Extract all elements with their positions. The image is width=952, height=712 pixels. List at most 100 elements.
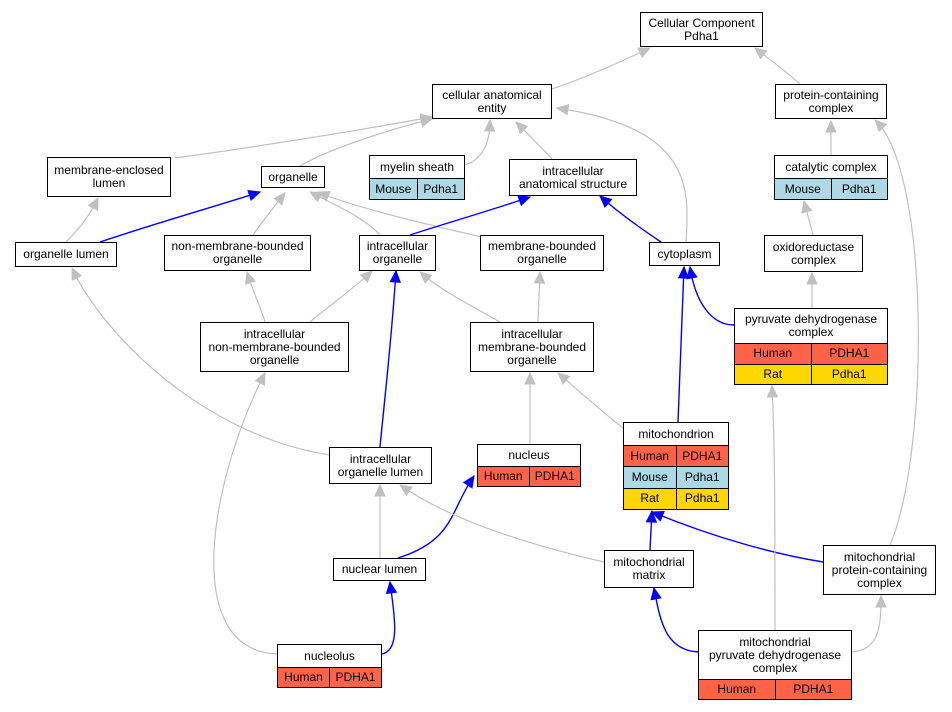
go-term-node-cae[interactable]: cellular anatomical entity bbox=[432, 84, 552, 119]
edge-mma-to-mit bbox=[645, 509, 658, 551]
annotation-row: Human PDHA1 bbox=[699, 679, 851, 699]
go-term-node-nul[interactable]: nuclear lumen bbox=[333, 558, 426, 581]
go-term-node-imbo[interactable]: intracellular membrane-bounded organelle bbox=[470, 322, 594, 372]
go-term-node-oxr[interactable]: oxidoreductase complex bbox=[764, 235, 863, 272]
edge-line bbox=[379, 270, 397, 448]
go-term-label: intracellular organelle lumen bbox=[337, 451, 424, 479]
go-term-label: intracellular organelle bbox=[366, 239, 429, 266]
edge-nmbo-to-org bbox=[252, 192, 286, 236]
edge-nuc-to-imbo bbox=[524, 371, 536, 444]
go-term-node-iol[interactable]: intracellular organelle lumen bbox=[329, 447, 432, 484]
arrowhead bbox=[87, 196, 99, 211]
arrowhead bbox=[533, 270, 546, 284]
edge-mpcc-to-mit bbox=[650, 510, 824, 563]
arrowhead bbox=[71, 266, 83, 281]
go-term-node-cyt[interactable]: cytoplasm bbox=[649, 242, 720, 266]
edge-nol-to-inmbo bbox=[213, 371, 278, 655]
go-term-node-mbo[interactable]: membrane-bounded organelle bbox=[480, 235, 604, 271]
go-term-label: pyruvate dehydrogenase complex bbox=[744, 312, 878, 339]
arrowhead bbox=[399, 484, 413, 497]
go-term-node-org[interactable]: organelle bbox=[261, 166, 325, 188]
arrowhead bbox=[374, 483, 386, 497]
species-cell: Human bbox=[630, 448, 670, 463]
arrowhead bbox=[389, 269, 402, 283]
arrowhead bbox=[555, 104, 570, 116]
go-term-node-orl[interactable]: organelle lumen bbox=[15, 242, 117, 267]
go-term-node-mel[interactable]: membrane-enclosed lumen bbox=[47, 157, 171, 197]
edge-mys-to-cae bbox=[464, 118, 496, 166]
arrowhead bbox=[515, 121, 529, 135]
arrowhead bbox=[462, 474, 475, 489]
edge-line bbox=[399, 484, 605, 563]
arrowhead bbox=[754, 47, 768, 60]
edge-pdh-to-oxr bbox=[806, 271, 818, 308]
go-term-node-inmbo[interactable]: intracellular non-membrane-bounded organ… bbox=[200, 322, 349, 372]
gene-cell: PDHA1 bbox=[528, 467, 581, 486]
edge-cyt-to-cae bbox=[555, 104, 688, 243]
edge-orl-to-org bbox=[99, 189, 262, 243]
edge-mma-to-iol bbox=[399, 484, 605, 563]
gene-cell: Pdha1 bbox=[675, 488, 729, 509]
arrowhead bbox=[308, 191, 323, 203]
go-term-label: organelle lumen bbox=[23, 247, 109, 261]
go-term-node-nmbo[interactable]: non-membrane-bounded organelle bbox=[164, 235, 311, 271]
go-term-node-cc[interactable]: Cellular Component Pdha1 bbox=[640, 12, 763, 47]
edge-cyt-to-ias bbox=[599, 195, 662, 243]
edge-ias-to-cae bbox=[515, 121, 553, 160]
edge-line bbox=[317, 191, 483, 238]
go-term-node-pcc[interactable]: protein-containing complex bbox=[775, 84, 887, 119]
arrowhead bbox=[557, 372, 571, 385]
gene-cell: PDHA1 bbox=[774, 680, 852, 699]
arrowhead bbox=[273, 192, 286, 206]
go-term-node-mpcc[interactable]: mitochondrial protein-containing complex bbox=[823, 545, 936, 595]
edge-line bbox=[419, 271, 501, 323]
edge-orl-to-mel bbox=[65, 196, 99, 243]
edge-org-to-cae bbox=[299, 116, 434, 167]
arrowhead bbox=[801, 199, 813, 214]
go-term-node-ias[interactable]: intracellular anatomical structure bbox=[509, 159, 637, 196]
go-term-node-io[interactable]: intracellular organelle bbox=[359, 235, 436, 271]
go-term-node-mpdh[interactable]: mitochondrial pyruvate dehydrogenase com… bbox=[698, 630, 852, 700]
edge-line bbox=[213, 372, 278, 655]
edge-line bbox=[551, 47, 651, 90]
go-term-label: myelin sheath bbox=[379, 159, 455, 174]
species-cell: Human bbox=[717, 682, 757, 696]
edge-mpdh-to-mma bbox=[650, 586, 699, 653]
edge-line bbox=[874, 119, 919, 546]
edge-oxr-to-cat bbox=[801, 199, 814, 236]
arrowhead bbox=[385, 580, 398, 595]
species-cell: Mouse bbox=[631, 469, 668, 484]
gene-cell: PDHA1 bbox=[810, 344, 888, 364]
species-cell: Rat bbox=[640, 491, 660, 506]
edge-mit-to-imbo bbox=[557, 372, 624, 429]
species-cell: Human bbox=[483, 469, 523, 483]
edge-pcc-to-cc bbox=[754, 47, 801, 85]
edge-line bbox=[771, 385, 776, 631]
edge-line bbox=[677, 266, 685, 423]
edge-line bbox=[689, 266, 735, 326]
arrowhead bbox=[244, 270, 256, 285]
edge-cae-to-cc bbox=[551, 47, 652, 90]
species-cell: Rat bbox=[763, 366, 783, 381]
go-term-label: mitochondrial pyruvate dehydrogenase com… bbox=[708, 634, 842, 675]
edge-inmbo-to-io bbox=[309, 270, 373, 323]
go-term-label: nucleus bbox=[508, 448, 550, 462]
go-term-node-mma[interactable]: mitochondrial matrix bbox=[604, 550, 694, 588]
go-term-label: mitochondrial matrix bbox=[613, 555, 685, 582]
go-term-label: membrane-bounded organelle bbox=[487, 239, 597, 266]
gene-cell: Pdha1 bbox=[830, 179, 888, 199]
arrowhead bbox=[766, 384, 779, 398]
arrowhead bbox=[419, 271, 433, 284]
